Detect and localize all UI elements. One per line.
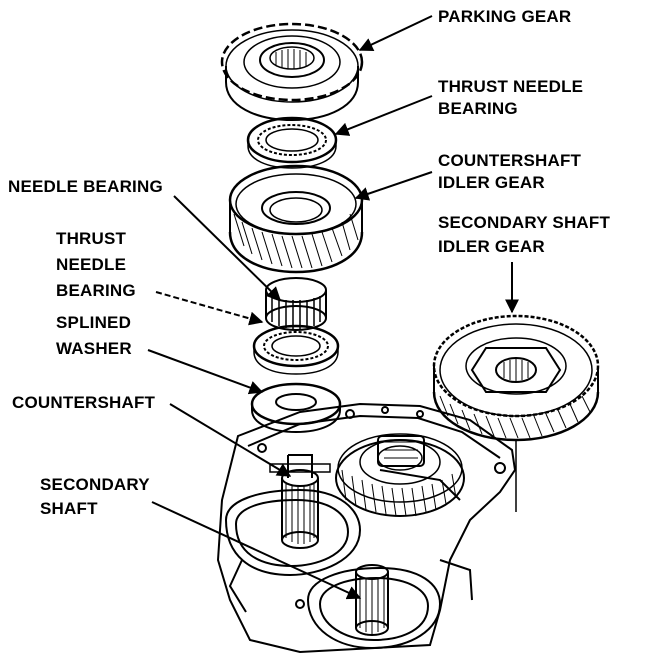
housing-gear — [335, 433, 465, 517]
countershaft-part — [269, 454, 331, 549]
label-thrust-needle-bearing-left-line3: BEARING — [56, 281, 136, 300]
thrust-needle-bearing-middle-part — [252, 324, 340, 375]
label-thrust-needle-bearing-left-line1: THRUST — [56, 229, 127, 248]
leader-lines — [147, 15, 519, 600]
thrust-needle-bearing-top-part — [246, 116, 338, 169]
parking-gear-part — [220, 22, 364, 122]
leader-thrust-needle-bearing-top — [334, 95, 433, 136]
splined-washer-part — [250, 382, 342, 434]
leader-countershaft — [169, 403, 292, 477]
label-splined-washer-line2: WASHER — [56, 339, 132, 358]
label-parking-gear: PARKING GEAR — [438, 7, 572, 26]
label-needle-bearing: NEEDLE BEARING — [8, 177, 163, 196]
label-secondary-shaft-line1: SECONDARY — [40, 475, 150, 494]
leader-parking-gear — [358, 15, 433, 51]
needle-bearing-part — [265, 277, 327, 331]
label-thrust-needle-bearing-top-line1: THRUST NEEDLE — [438, 77, 584, 96]
transmission-housing — [216, 402, 517, 654]
label-countershaft-idler-gear-line1: COUNTERSHAFT — [438, 151, 582, 170]
leader-secondary-shaft — [151, 501, 362, 600]
countershaft-idler-gear-part — [228, 164, 364, 274]
label-splined-washer-line1: SPLINED — [56, 313, 132, 332]
label-thrust-needle-bearing-top-line2: BEARING — [438, 99, 518, 118]
label-countershaft-idler-gear-line2: IDLER GEAR — [438, 173, 545, 192]
leader-countershaft-idler-gear — [354, 171, 433, 201]
label-secondary-shaft-idler-gear-line1: SECONDARY SHAFT — [438, 213, 611, 232]
leader-thrust-needle-bearing-middle — [155, 291, 264, 326]
label-thrust-needle-bearing-left-line2: NEEDLE — [56, 255, 127, 274]
secondary-shaft-part — [355, 564, 389, 636]
label-countershaft: COUNTERSHAFT — [12, 393, 156, 412]
secondary-shaft-idler-gear-part — [432, 314, 600, 512]
leader-needle-bearing — [173, 195, 281, 301]
label-secondary-shaft-line2: SHAFT — [40, 499, 98, 518]
label-secondary-shaft-idler-gear-line2: IDLER GEAR — [438, 237, 545, 256]
leader-splined-washer — [147, 349, 264, 395]
